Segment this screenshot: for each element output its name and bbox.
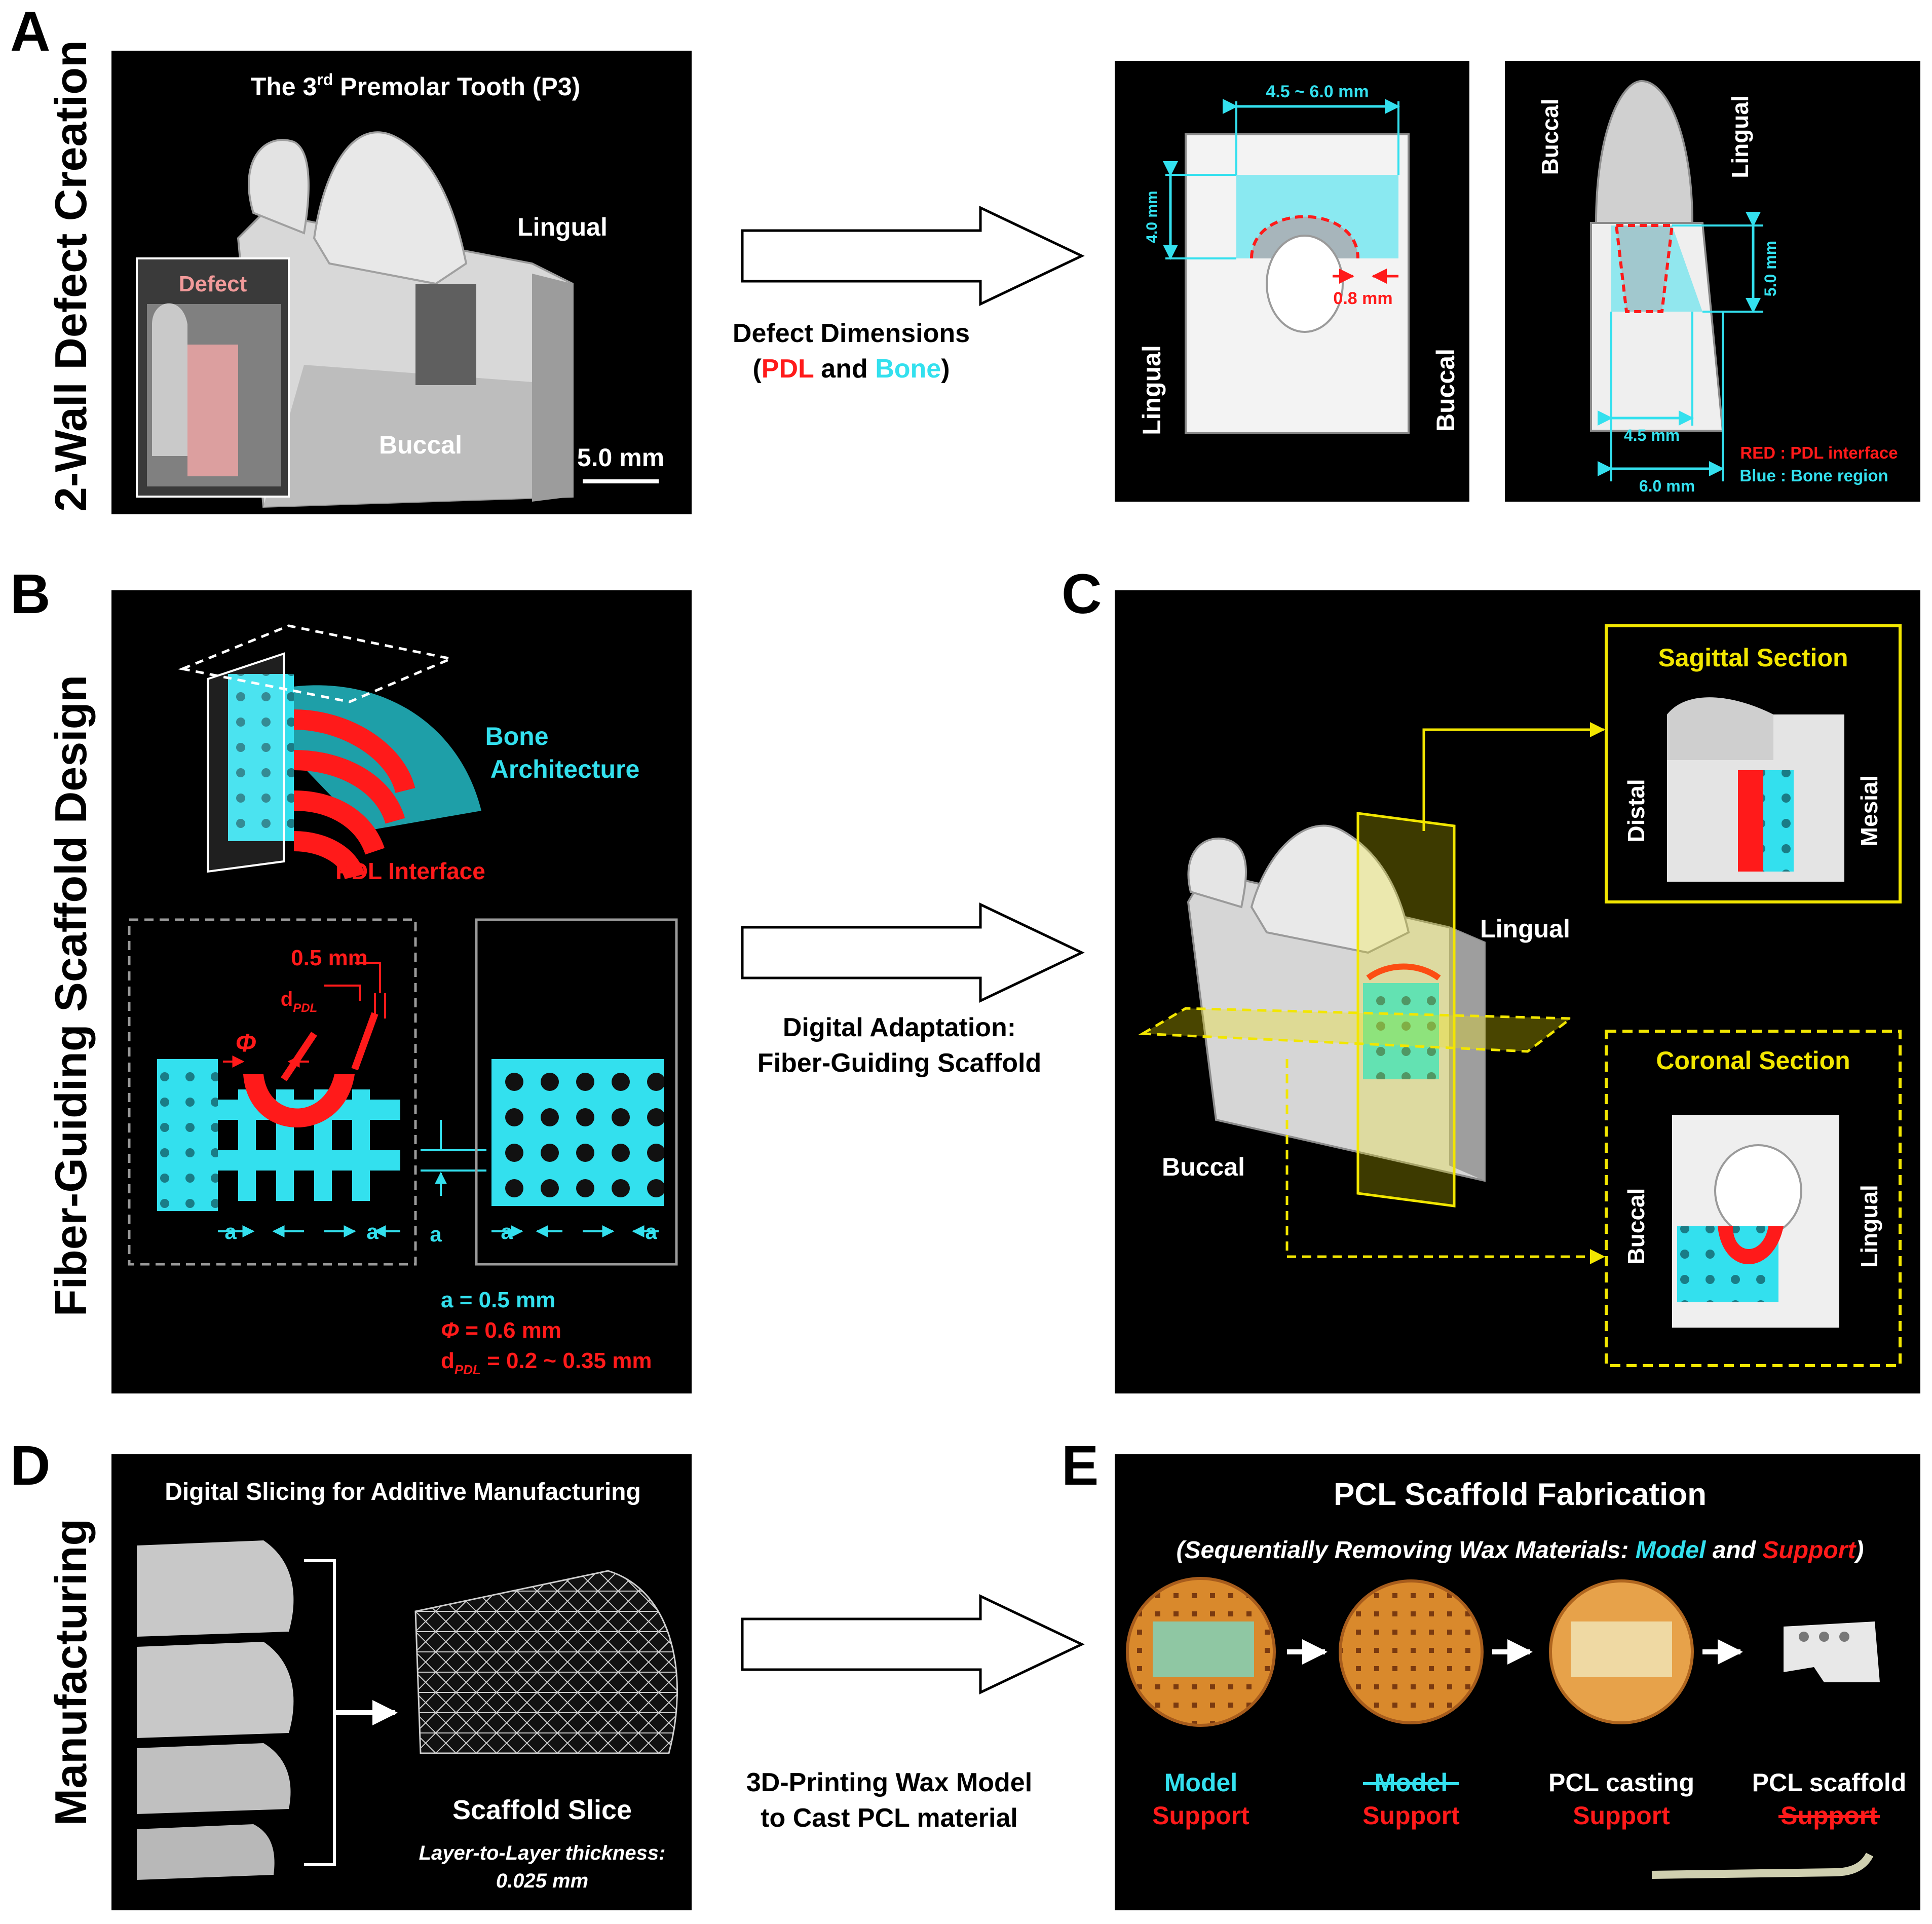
slice-stack	[137, 1540, 294, 1880]
side-label-a: 2-Wall Defect Creation	[46, 40, 96, 512]
top-width-dim: 4.5 ~ 6.0 mm	[1266, 82, 1369, 101]
coronal-section-box	[1605, 1030, 1902, 1367]
step-3-line-2: Support	[1573, 1801, 1670, 1830]
panel-e: PCL Scaffold Fabrication (Sequentially R…	[1115, 1454, 1920, 1910]
fabrication-step-4-image	[1784, 1621, 1880, 1682]
panel-a-top-view: 4.5 ~ 6.0 mm 4.0 mm 0.8 mm Lingual Bucca…	[1115, 61, 1469, 502]
step-3-line-1: PCL casting	[1548, 1768, 1694, 1797]
panel-e-subtitle: (Sequentially Removing Wax Materials: Mo…	[1177, 1537, 1864, 1564]
panel-a-side-view: 5.0 mm 4.5 mm 6.0 mm Buccal Lingual RED …	[1505, 61, 1920, 502]
arrow-a: Defect Dimensions (PDL and Bone)	[733, 206, 1085, 384]
side-label-d: Manufacturing	[46, 1519, 96, 1826]
arrow-a-caption-1: Defect Dimensions	[733, 319, 970, 348]
arrow-d-caption-2: to Cast PCL material	[761, 1803, 1018, 1833]
arrow-d-caption-1: 3D-Printing Wax Model	[746, 1768, 1032, 1797]
panel-c-buccal: Buccal	[1162, 1153, 1245, 1181]
bone-label-2: Architecture	[490, 755, 640, 783]
panel-d: Digital Slicing for Additive Manufacturi…	[111, 1454, 692, 1910]
coronal-left: Buccal	[1623, 1188, 1649, 1265]
arrow-b: Digital Adaptation: Fiber-Guiding Scaffo…	[741, 902, 1085, 1078]
coronal-title: Coronal Section	[1656, 1046, 1850, 1075]
legend-a: a = 0.5 mm	[441, 1288, 555, 1312]
panel-b: Bone Architecture PDL Interface	[111, 590, 692, 1393]
panel-letter-a: A	[10, 1, 50, 63]
panel-a-main: The 3rd Premolar Tooth (P3) Defect Lingu…	[111, 51, 692, 514]
fabrication-step-3-image	[1549, 1579, 1694, 1724]
pdl-label: PDL Interface	[335, 858, 485, 884]
step-1-line-1: Model	[1164, 1768, 1237, 1797]
a-label-3: a	[501, 1220, 513, 1243]
top-height-dim: 4.0 mm	[1144, 191, 1160, 243]
fabrication-step-2-image	[1339, 1579, 1484, 1724]
panel-c: Lingual Buccal Sagittal Section Distal M…	[1115, 590, 1920, 1393]
step-1-line-2: Support	[1152, 1801, 1249, 1830]
tooth-bone-render	[237, 131, 574, 508]
thickness-line-1: Layer-to-Layer thickness:	[419, 1842, 666, 1864]
top-left-label: Lingual	[1138, 345, 1166, 435]
defect-label: Defect	[179, 272, 247, 296]
panel-letter-e: E	[1062, 1435, 1098, 1497]
legend-dpdl: dPDL = 0.2 ~ 0.35 mm	[441, 1348, 652, 1377]
a-label-4: a	[645, 1220, 657, 1243]
a-label-1: a	[224, 1220, 237, 1243]
sagittal-left: Distal	[1623, 779, 1649, 842]
tooth-block-render	[1187, 824, 1486, 1182]
panel-letter-d: D	[10, 1435, 50, 1497]
step-4-line-1: PCL scaffold	[1752, 1768, 1907, 1797]
legend-red: RED : PDL interface	[1740, 443, 1898, 462]
panel-c-lingual: Lingual	[1480, 915, 1570, 943]
panel-a-title: The 3rd Premolar Tooth (P3)	[251, 70, 581, 101]
panel-letter-c: C	[1062, 563, 1102, 625]
side-right-label: Lingual	[1727, 95, 1753, 178]
top-pdl-dim: 0.8 mm	[1333, 289, 1392, 308]
legend-phi: Φ = 0.6 mm	[441, 1318, 561, 1343]
instrument-image	[1651, 1853, 1874, 1879]
legend-blue: Blue : Bone region	[1739, 466, 1888, 485]
panel-a-buccal: Buccal	[379, 431, 462, 459]
a-label-2: a	[366, 1220, 378, 1243]
side-outer-width: 6.0 mm	[1639, 477, 1695, 495]
step-2-line-2: Support	[1362, 1801, 1460, 1830]
slice-label: Scaffold Slice	[452, 1795, 632, 1825]
thickness-line-2: 0.025 mm	[496, 1870, 588, 1892]
scale-label: 5.0 mm	[577, 443, 664, 472]
side-height-dim: 5.0 mm	[1761, 241, 1779, 296]
coronal-right: Lingual	[1856, 1185, 1882, 1268]
side-label-b: Fiber-Guiding Scaffold Design	[46, 675, 96, 1316]
bone-label-1: Bone	[485, 722, 549, 750]
front-view-box	[475, 918, 678, 1266]
cross-section-box	[128, 918, 417, 1266]
side-left-label: Buccal	[1537, 99, 1563, 175]
arrow-b-caption-2: Fiber-Guiding Scaffold	[757, 1048, 1041, 1078]
panel-e-title: PCL Scaffold Fabrication	[1334, 1477, 1707, 1512]
sagittal-section-box	[1605, 624, 1902, 903]
defect-inset: Defect	[136, 257, 290, 498]
phi-label: Φ	[235, 1029, 256, 1057]
a-label-vertical: a	[430, 1222, 442, 1246]
side-inner-width: 4.5 mm	[1624, 426, 1680, 444]
scaffold-3d	[178, 624, 481, 880]
arrow-d: 3D-Printing Wax Model to Cast PCL materi…	[741, 1594, 1085, 1833]
arrow-a-caption-2: (PDL and Bone)	[752, 354, 950, 384]
arrow-b-caption-1: Digital Adaptation:	[783, 1013, 1016, 1042]
dim-05mm: 0.5 mm	[291, 946, 368, 970]
dpdl-label: dPDL	[281, 988, 317, 1015]
top-right-label: Buccal	[1431, 349, 1460, 432]
fabrication-step-1-image	[1126, 1577, 1276, 1727]
sagittal-title: Sagittal Section	[1658, 644, 1848, 672]
panel-a-lingual: Lingual	[517, 213, 608, 241]
panel-letter-b: B	[10, 563, 50, 625]
sagittal-right: Mesial	[1856, 775, 1882, 847]
panel-d-title: Digital Slicing for Additive Manufacturi…	[165, 1479, 641, 1505]
